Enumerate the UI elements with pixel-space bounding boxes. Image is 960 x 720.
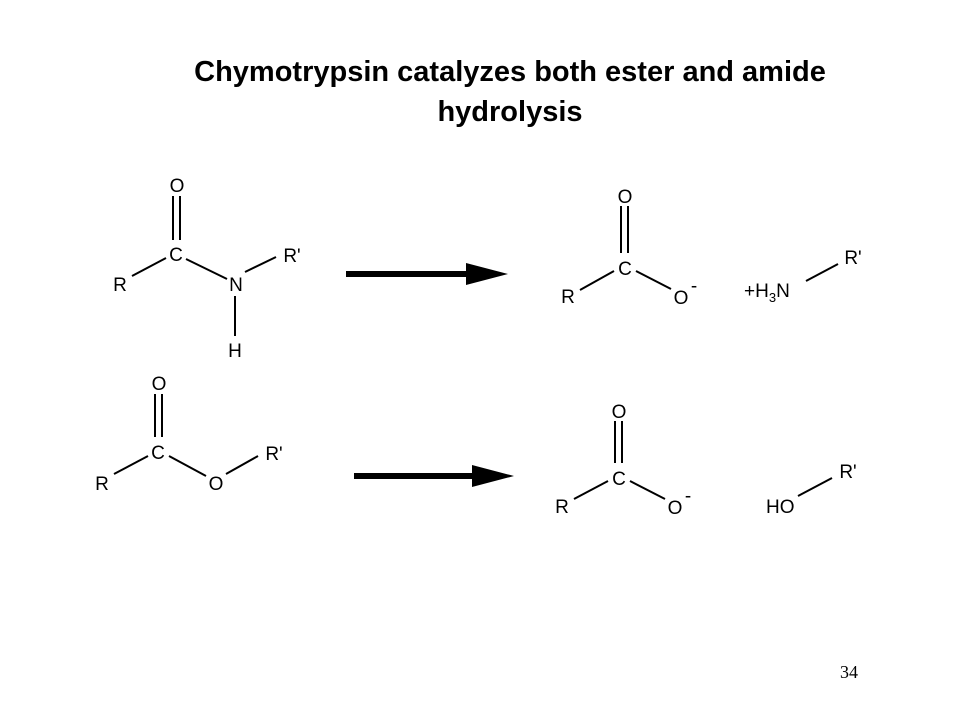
title-line-1: Chymotrypsin catalyzes both ester and am… (194, 56, 826, 88)
reaction-arrow-1 (346, 263, 508, 285)
atom-r-prime: R' (283, 246, 300, 267)
atom-h: H (228, 341, 242, 362)
ammonium-subscript: 3 (769, 290, 776, 305)
bond-o-r-prime (797, 477, 833, 497)
title-line-2: hydrolysis (437, 96, 583, 128)
ammonium-product: +H3N R' (744, 248, 862, 305)
atom-o-ester: O (209, 474, 224, 495)
atom-n: N (229, 275, 243, 296)
atom-c-label: C (151, 443, 165, 464)
atom-r-prime: R' (844, 248, 861, 269)
carboxylate-product-1: O C R O - (561, 187, 697, 309)
carboxylate-product-2: O C R O - (555, 402, 691, 519)
atom-o-carbonyl: O (612, 402, 627, 423)
ammonium-n: N (776, 281, 790, 302)
atom-o-minus: O (668, 498, 683, 519)
ammonium-prefix: +H3N (744, 281, 790, 305)
atom-r: R (95, 474, 109, 495)
bond-n-r-prime (244, 256, 277, 273)
ammonium-plus-h: +H (744, 281, 769, 302)
bond-c-n (185, 258, 228, 280)
atom-c-label: C (612, 469, 626, 490)
reaction-arrow-2 (354, 465, 514, 487)
atom-o-minus: O (674, 288, 689, 309)
bond-r-c (573, 480, 609, 500)
atom-c-label: C (169, 245, 183, 266)
atom-r-prime: R' (265, 444, 282, 465)
charge-minus: - (691, 276, 697, 297)
atom-r: R (113, 275, 127, 296)
atom-o-carbonyl: O (152, 374, 167, 395)
atom-o-carbonyl: O (170, 176, 185, 197)
bond-r-c (131, 257, 167, 277)
bond-c-o-ester (168, 455, 207, 477)
bond-o-r-prime (225, 455, 259, 475)
alcohol-product: HO R' (766, 462, 857, 518)
amide-substrate: O O C R N R' H (113, 176, 301, 362)
bond-c-o-minus (629, 480, 666, 500)
page-number: 34 (840, 662, 858, 682)
charge-minus: - (685, 486, 691, 507)
bond-r-c (579, 270, 615, 291)
atom-r: R (561, 287, 575, 308)
atom-r-prime: R' (839, 462, 856, 483)
bond-r-c (113, 455, 149, 475)
bond-n-r-prime (805, 263, 839, 282)
atom-o-carbonyl: O (618, 187, 633, 208)
ester-substrate: O C R O R' (95, 374, 283, 495)
atom-ho: HO (766, 497, 795, 518)
slide-title: Chymotrypsin catalyzes both ester and am… (100, 52, 920, 132)
atom-c-label: C (618, 259, 632, 280)
bond-c-o-minus (635, 270, 672, 290)
atom-r: R (555, 497, 569, 518)
